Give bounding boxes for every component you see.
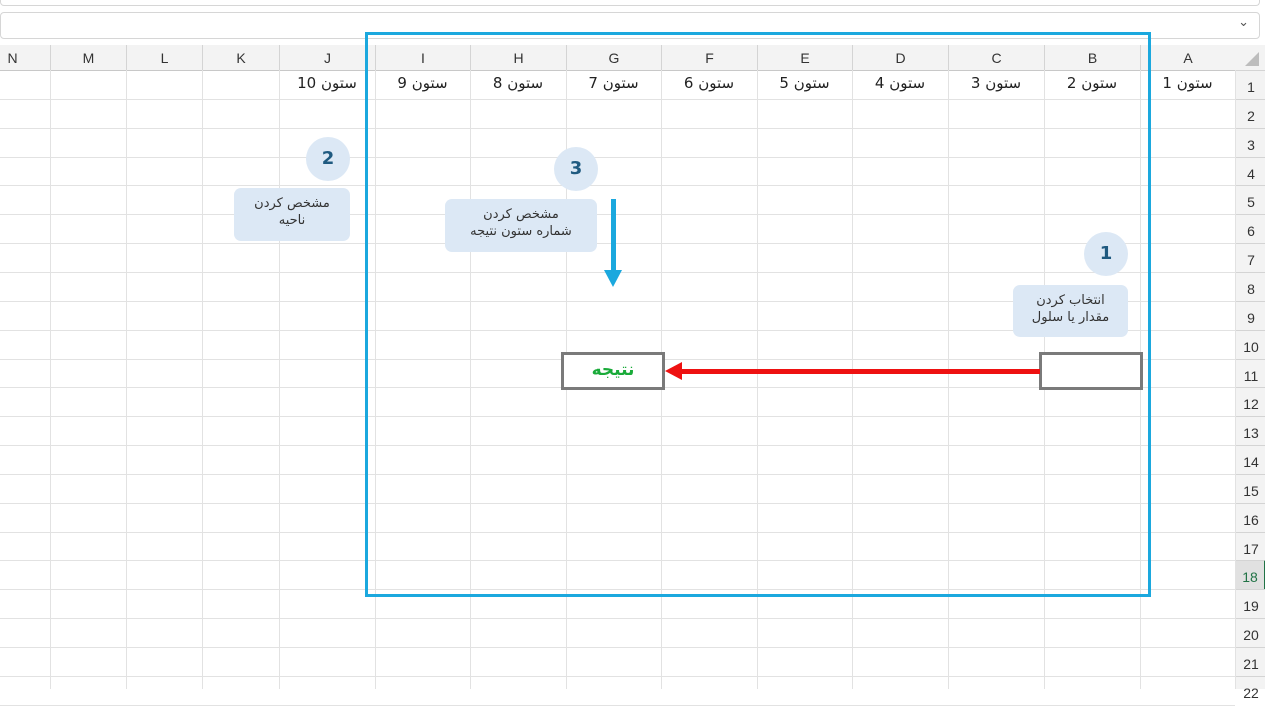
row-header-22[interactable]: 22 xyxy=(1236,675,1265,705)
table-range-highlight xyxy=(365,32,1151,597)
gridline xyxy=(0,560,1235,562)
step-3-note: مشخص کردن شماره ستون نتیجه xyxy=(445,199,597,252)
gridline xyxy=(0,156,1235,158)
note-line: مقدار یا سلول xyxy=(1031,310,1110,325)
row-header-18[interactable]: 18 xyxy=(1236,560,1265,590)
down-arrow-shaft xyxy=(611,199,616,271)
gridline xyxy=(948,70,949,689)
row-header-8[interactable]: 8 xyxy=(1236,271,1265,301)
down-arrow-icon xyxy=(604,270,622,287)
cell-H1[interactable]: ستون 8 xyxy=(492,74,544,92)
select-all-triangle-icon[interactable] xyxy=(1235,45,1265,70)
note-line: انتخاب کردن xyxy=(1036,293,1105,308)
gridline xyxy=(279,70,280,689)
cell-B1[interactable]: ستون 2 xyxy=(1066,74,1118,92)
step-1-note: انتخاب کردن مقدار یا سلول xyxy=(1013,285,1128,337)
row-header-9[interactable]: 9 xyxy=(1236,300,1265,330)
row-header-7[interactable]: 7 xyxy=(1236,243,1265,272)
gridline xyxy=(0,704,1235,706)
formula-bar[interactable] xyxy=(0,0,1260,6)
gridline xyxy=(1235,70,1236,689)
row-header-6[interactable]: 6 xyxy=(1236,214,1265,243)
gridline xyxy=(50,70,51,689)
gridline xyxy=(0,445,1235,447)
row-header-10[interactable]: 10 xyxy=(1236,329,1265,359)
note-line: ناحیه xyxy=(278,213,306,228)
gridline xyxy=(0,589,1235,591)
step-1-badge: 1 xyxy=(1084,232,1128,276)
column-header-E[interactable]: E xyxy=(757,45,852,70)
column-header-L[interactable]: L xyxy=(126,45,202,70)
row-header-17[interactable]: 17 xyxy=(1236,531,1265,561)
column-header-K[interactable]: K xyxy=(202,45,279,70)
column-header-H[interactable]: H xyxy=(470,45,566,70)
gridline xyxy=(0,531,1235,533)
row-header-14[interactable]: 14 xyxy=(1236,445,1265,474)
cell-A1[interactable]: ستون 1 xyxy=(1162,74,1213,92)
gridline xyxy=(0,243,1235,245)
result-cell[interactable]: نتیجه xyxy=(561,352,665,390)
row-header-5[interactable]: 5 xyxy=(1236,185,1265,214)
gridline xyxy=(202,70,203,689)
gridline xyxy=(0,214,1235,216)
gridline xyxy=(0,185,1235,187)
gridline xyxy=(0,618,1235,620)
column-header-C[interactable]: C xyxy=(948,45,1044,70)
row-header-13[interactable]: 13 xyxy=(1236,416,1265,445)
column-header-J[interactable]: J xyxy=(279,45,375,70)
row-header-2[interactable]: 2 xyxy=(1236,98,1265,128)
gridline xyxy=(757,70,758,689)
gridline xyxy=(375,70,376,689)
row-header-4[interactable]: 4 xyxy=(1236,156,1265,186)
column-header-N[interactable]: N xyxy=(0,45,50,70)
chevron-down-icon[interactable]: ⌄ xyxy=(1238,15,1249,30)
cell-J1[interactable]: ستون 10 xyxy=(297,74,357,92)
gridline xyxy=(470,70,471,689)
note-line: مشخص کردن xyxy=(483,207,559,222)
row-header-16[interactable]: 16 xyxy=(1236,502,1265,532)
cell-I1[interactable]: ستون 9 xyxy=(397,74,448,92)
row-header-19[interactable]: 19 xyxy=(1236,589,1265,618)
step-3-badge: 3 xyxy=(554,147,598,191)
gridline xyxy=(0,300,1235,302)
row-header-12[interactable]: 12 xyxy=(1236,387,1265,416)
row-header-21[interactable]: 21 xyxy=(1236,647,1265,676)
column-header-F[interactable]: F xyxy=(661,45,757,70)
cell-D1[interactable]: ستون 4 xyxy=(874,74,926,92)
row-header-11[interactable]: 11 xyxy=(1236,358,1265,388)
column-header-G[interactable]: G xyxy=(566,45,661,70)
gridline xyxy=(0,98,1235,100)
row-header-20[interactable]: 20 xyxy=(1236,618,1265,647)
gridline xyxy=(0,647,1235,648)
gridline xyxy=(852,70,853,689)
note-line: مشخص کردن xyxy=(254,196,330,211)
column-header-A[interactable]: A xyxy=(1140,45,1235,70)
gridline xyxy=(0,416,1235,418)
row-header-15[interactable]: 15 xyxy=(1236,473,1265,503)
gridline xyxy=(0,127,1235,129)
row-header-1[interactable]: 1 xyxy=(1236,70,1265,99)
note-line: شماره ستون نتیجه xyxy=(470,224,572,239)
gridline xyxy=(0,675,1235,677)
left-arrow-shaft xyxy=(680,369,1040,374)
gridline xyxy=(0,502,1235,504)
step-2-note: مشخص کردن ناحیه xyxy=(234,188,350,241)
cell-C1[interactable]: ستون 3 xyxy=(970,74,1022,92)
cell-F1[interactable]: ستون 6 xyxy=(683,74,735,92)
column-header-I[interactable]: I xyxy=(375,45,470,70)
gridline xyxy=(0,329,1235,331)
column-header-M[interactable]: M xyxy=(50,45,126,70)
left-arrow-icon xyxy=(665,362,682,380)
step-2-badge: 2 xyxy=(306,137,350,181)
cell-G1[interactable]: ستون 7 xyxy=(588,74,639,92)
cell-E1[interactable]: ستون 5 xyxy=(779,74,830,92)
column-header-B[interactable]: B xyxy=(1044,45,1140,70)
lookup-value-cell[interactable] xyxy=(1039,352,1143,390)
column-header-D[interactable]: D xyxy=(852,45,948,70)
gridline xyxy=(126,70,127,689)
gridline xyxy=(0,473,1235,475)
row-header-3[interactable]: 3 xyxy=(1236,127,1265,157)
